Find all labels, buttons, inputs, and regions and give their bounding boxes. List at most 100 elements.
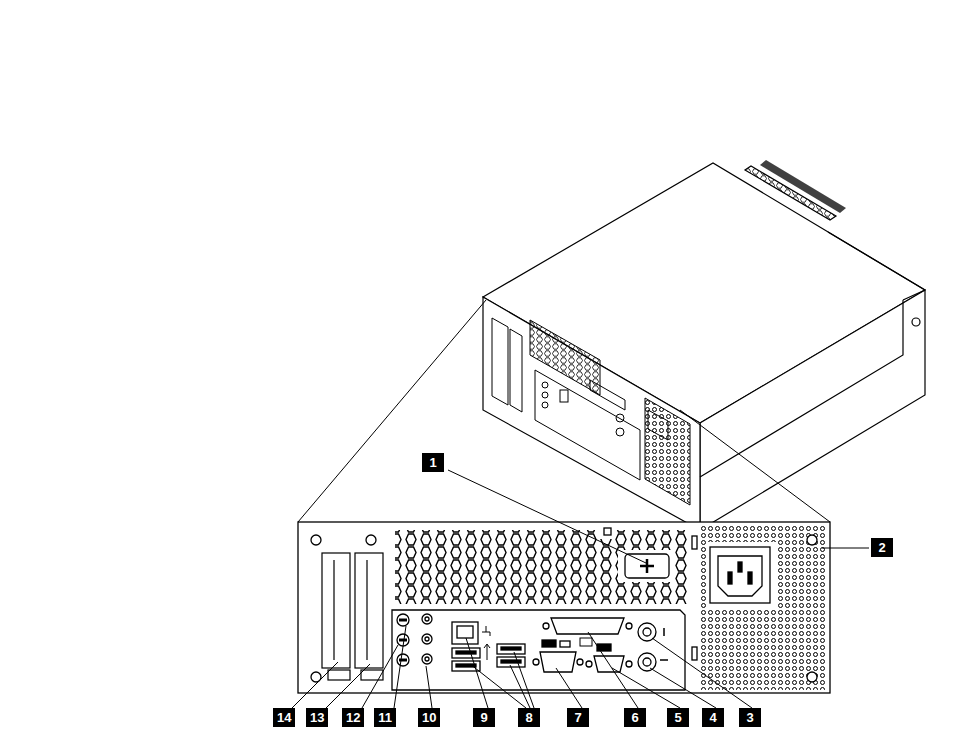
ps2-connectors — [638, 653, 656, 671]
case-rear-detail — [648, 410, 668, 440]
audio-connectors — [422, 614, 432, 624]
leader-line — [292, 470, 869, 708]
ethernet-connector — [457, 626, 473, 638]
ethernet-connector — [452, 622, 490, 644]
usb-connectors — [456, 651, 476, 654]
usb-connectors — [501, 647, 521, 650]
callout-number: 9 — [473, 708, 495, 727]
parallel-connector — [626, 623, 632, 629]
case-rear-detail — [492, 318, 690, 505]
leader-line — [652, 638, 752, 708]
computer-case — [483, 160, 925, 530]
audio-connectors — [399, 659, 407, 662]
leader-line — [362, 645, 398, 708]
audio-connectors — [397, 614, 409, 626]
vga-connector — [533, 659, 539, 665]
power-connector — [710, 547, 770, 603]
expansion-slot — [355, 553, 383, 668]
case-rear-detail — [616, 428, 624, 436]
case-rear-detail — [616, 414, 624, 422]
computer-case — [700, 290, 925, 477]
callout-number: 1 — [422, 453, 444, 472]
leader-line — [514, 652, 534, 708]
projection-line — [680, 410, 830, 522]
audio-connectors — [422, 654, 432, 664]
rear-panel — [700, 526, 826, 690]
usb-connectors — [497, 644, 525, 654]
leader-line — [510, 665, 530, 708]
case-rear-detail — [560, 390, 568, 402]
audio-connectors — [399, 639, 407, 642]
leader-line — [588, 632, 638, 708]
vga-connector — [542, 640, 556, 647]
leader-line — [612, 668, 680, 708]
audio-connectors — [425, 617, 429, 621]
parallel-connector — [580, 638, 592, 646]
vga-connector — [560, 641, 570, 647]
rear-panel — [692, 647, 697, 660]
expansion-slot — [328, 670, 350, 680]
audio-connectors — [422, 634, 432, 644]
rear-panel — [688, 532, 700, 552]
projection-line — [298, 300, 486, 522]
callout-number: 11 — [374, 708, 396, 727]
ps2-connectors — [638, 623, 668, 671]
leader-line — [292, 662, 338, 708]
expansion-slot — [333, 560, 334, 660]
leader-line — [394, 626, 406, 708]
vga-connector — [533, 640, 583, 672]
voltage-switch — [625, 554, 669, 578]
parallel-connector — [543, 618, 632, 646]
ethernet-connector — [482, 626, 490, 636]
expansion-slot — [366, 560, 367, 660]
audio-connectors — [397, 654, 409, 666]
computer-case — [700, 290, 925, 530]
audio-connectors — [399, 619, 407, 622]
rear-panel — [395, 530, 690, 604]
case-rear-detail — [645, 398, 690, 505]
power-connector — [748, 572, 752, 584]
callout-number: 2 — [871, 538, 893, 557]
rear-panel — [366, 535, 376, 545]
case-rear-detail — [492, 318, 508, 405]
callout-number: 10 — [418, 708, 440, 727]
usb-connectors — [452, 644, 525, 671]
usb-connectors — [484, 644, 490, 660]
case-rear-detail — [510, 329, 522, 412]
rear-panel — [807, 535, 817, 545]
callout-number: 5 — [667, 708, 689, 727]
case-rear-detail — [542, 382, 548, 388]
expansion-slot — [322, 553, 383, 680]
serial-connector — [626, 661, 632, 667]
rear-panel — [618, 550, 674, 582]
callout-number: 8 — [518, 708, 540, 727]
ps2-connectors — [643, 658, 651, 666]
voltage-switch — [625, 554, 669, 578]
callout-number: 7 — [567, 708, 589, 727]
ethernet-connector — [452, 622, 478, 644]
expansion-slot — [322, 553, 350, 668]
usb-connectors — [497, 657, 525, 667]
rear-panel — [692, 536, 697, 549]
callout-number: 4 — [702, 708, 724, 727]
computer-case — [760, 160, 846, 213]
ps2-connectors — [643, 628, 651, 636]
audio-connectors — [397, 614, 432, 666]
leader-line — [822, 548, 869, 549]
audio-connectors — [425, 637, 429, 641]
rear-panel — [807, 672, 817, 682]
case-rear-detail — [542, 402, 548, 408]
case-rear-detail — [542, 392, 548, 398]
power-connector — [728, 572, 732, 584]
power-connector — [718, 556, 762, 596]
case-rear-detail — [590, 380, 625, 410]
callout-number: 13 — [306, 708, 328, 727]
leader-line — [426, 666, 432, 708]
serial-connector — [597, 644, 611, 651]
leader-line — [650, 668, 716, 708]
leader-line — [466, 638, 488, 708]
rear-panel — [706, 542, 776, 610]
power-connector — [710, 547, 770, 603]
